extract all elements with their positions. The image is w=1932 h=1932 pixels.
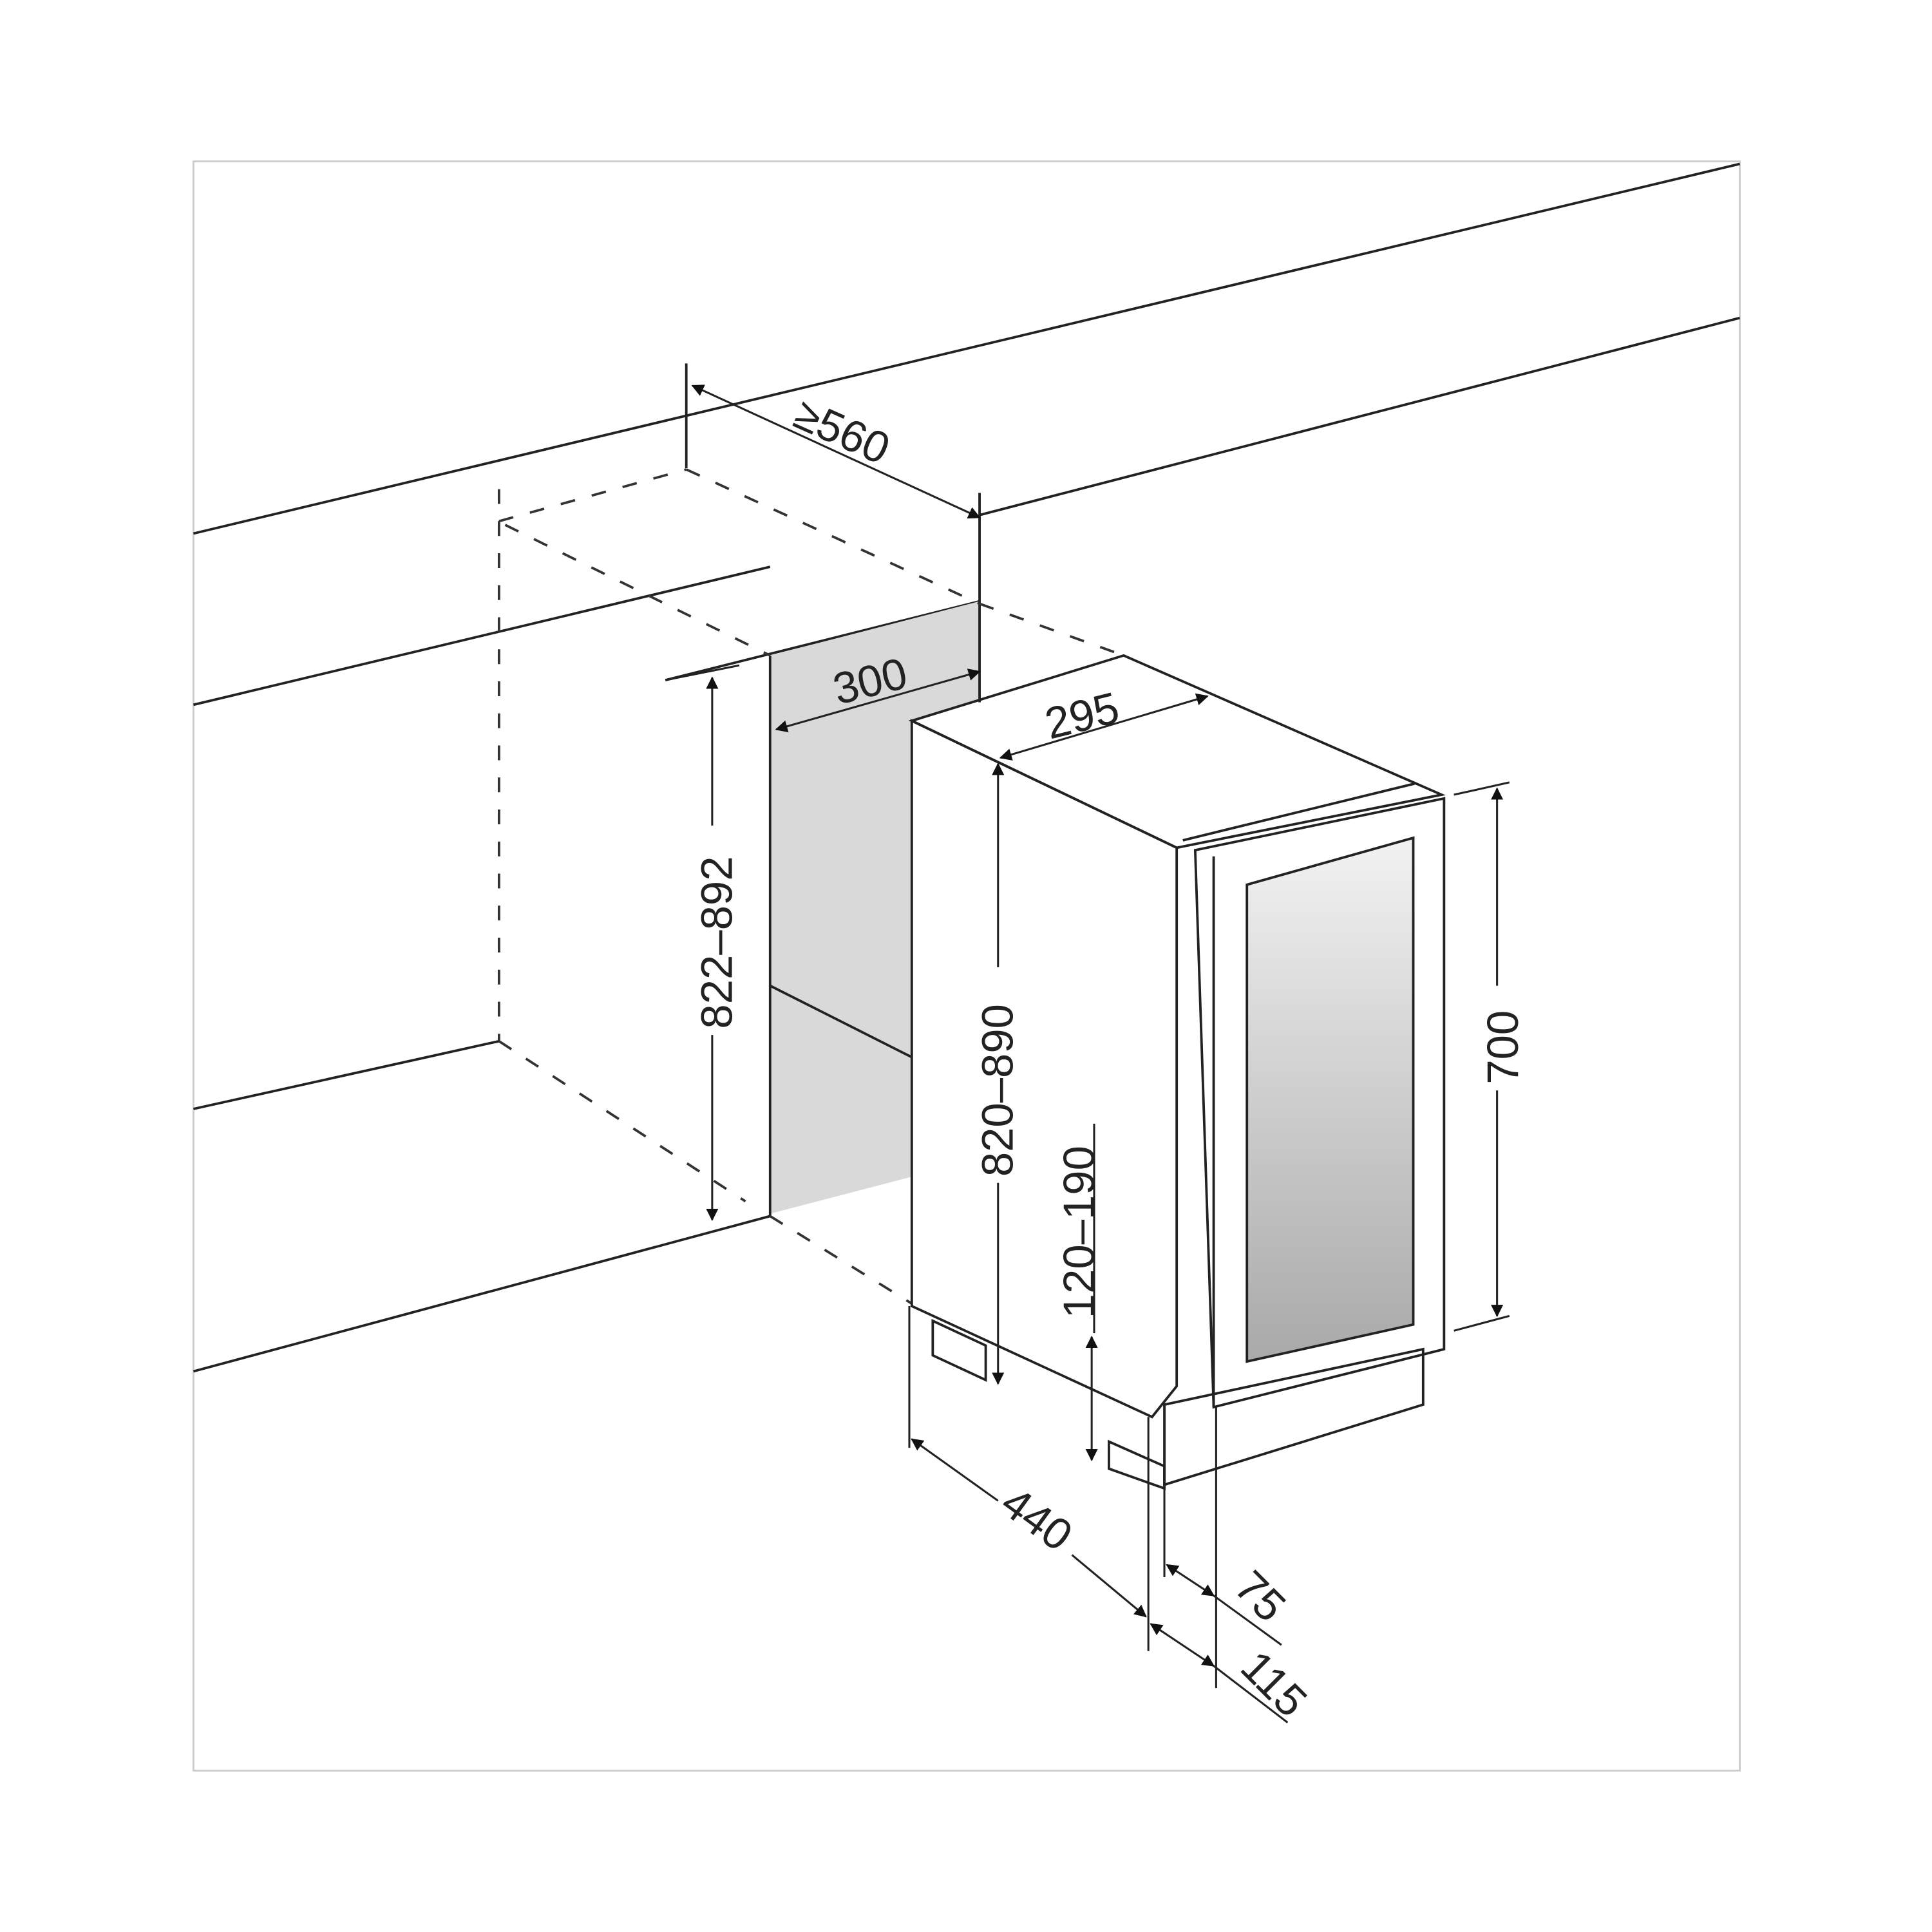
label-cabinet-height: 820–890 (973, 1004, 1023, 1177)
label-cabinet-depth: 440 (992, 1477, 1081, 1561)
door (1193, 797, 1446, 1409)
wine-cooler (908, 654, 1446, 1490)
label-plinth-height: 120–190 (1054, 1146, 1104, 1318)
kitchen-cabinets (193, 162, 1741, 1373)
niche (497, 363, 1124, 1305)
glass-panel (1245, 836, 1415, 1363)
frame-border (192, 160, 1741, 1772)
label-cabinet-width: 295 (1040, 683, 1124, 749)
label-door-offset-total: 115 (1231, 1642, 1316, 1727)
label-door-height: 700 (1478, 1010, 1528, 1084)
dimension-lines (665, 384, 1510, 1723)
label-niche-width: ≥560 (787, 388, 897, 473)
label-door-offset: 75 (1226, 1561, 1296, 1631)
foot-front (1108, 1439, 1166, 1490)
label-niche-height: 822–892 (692, 856, 741, 1028)
foot-rear (931, 1319, 987, 1382)
plinth (1163, 1347, 1425, 1487)
